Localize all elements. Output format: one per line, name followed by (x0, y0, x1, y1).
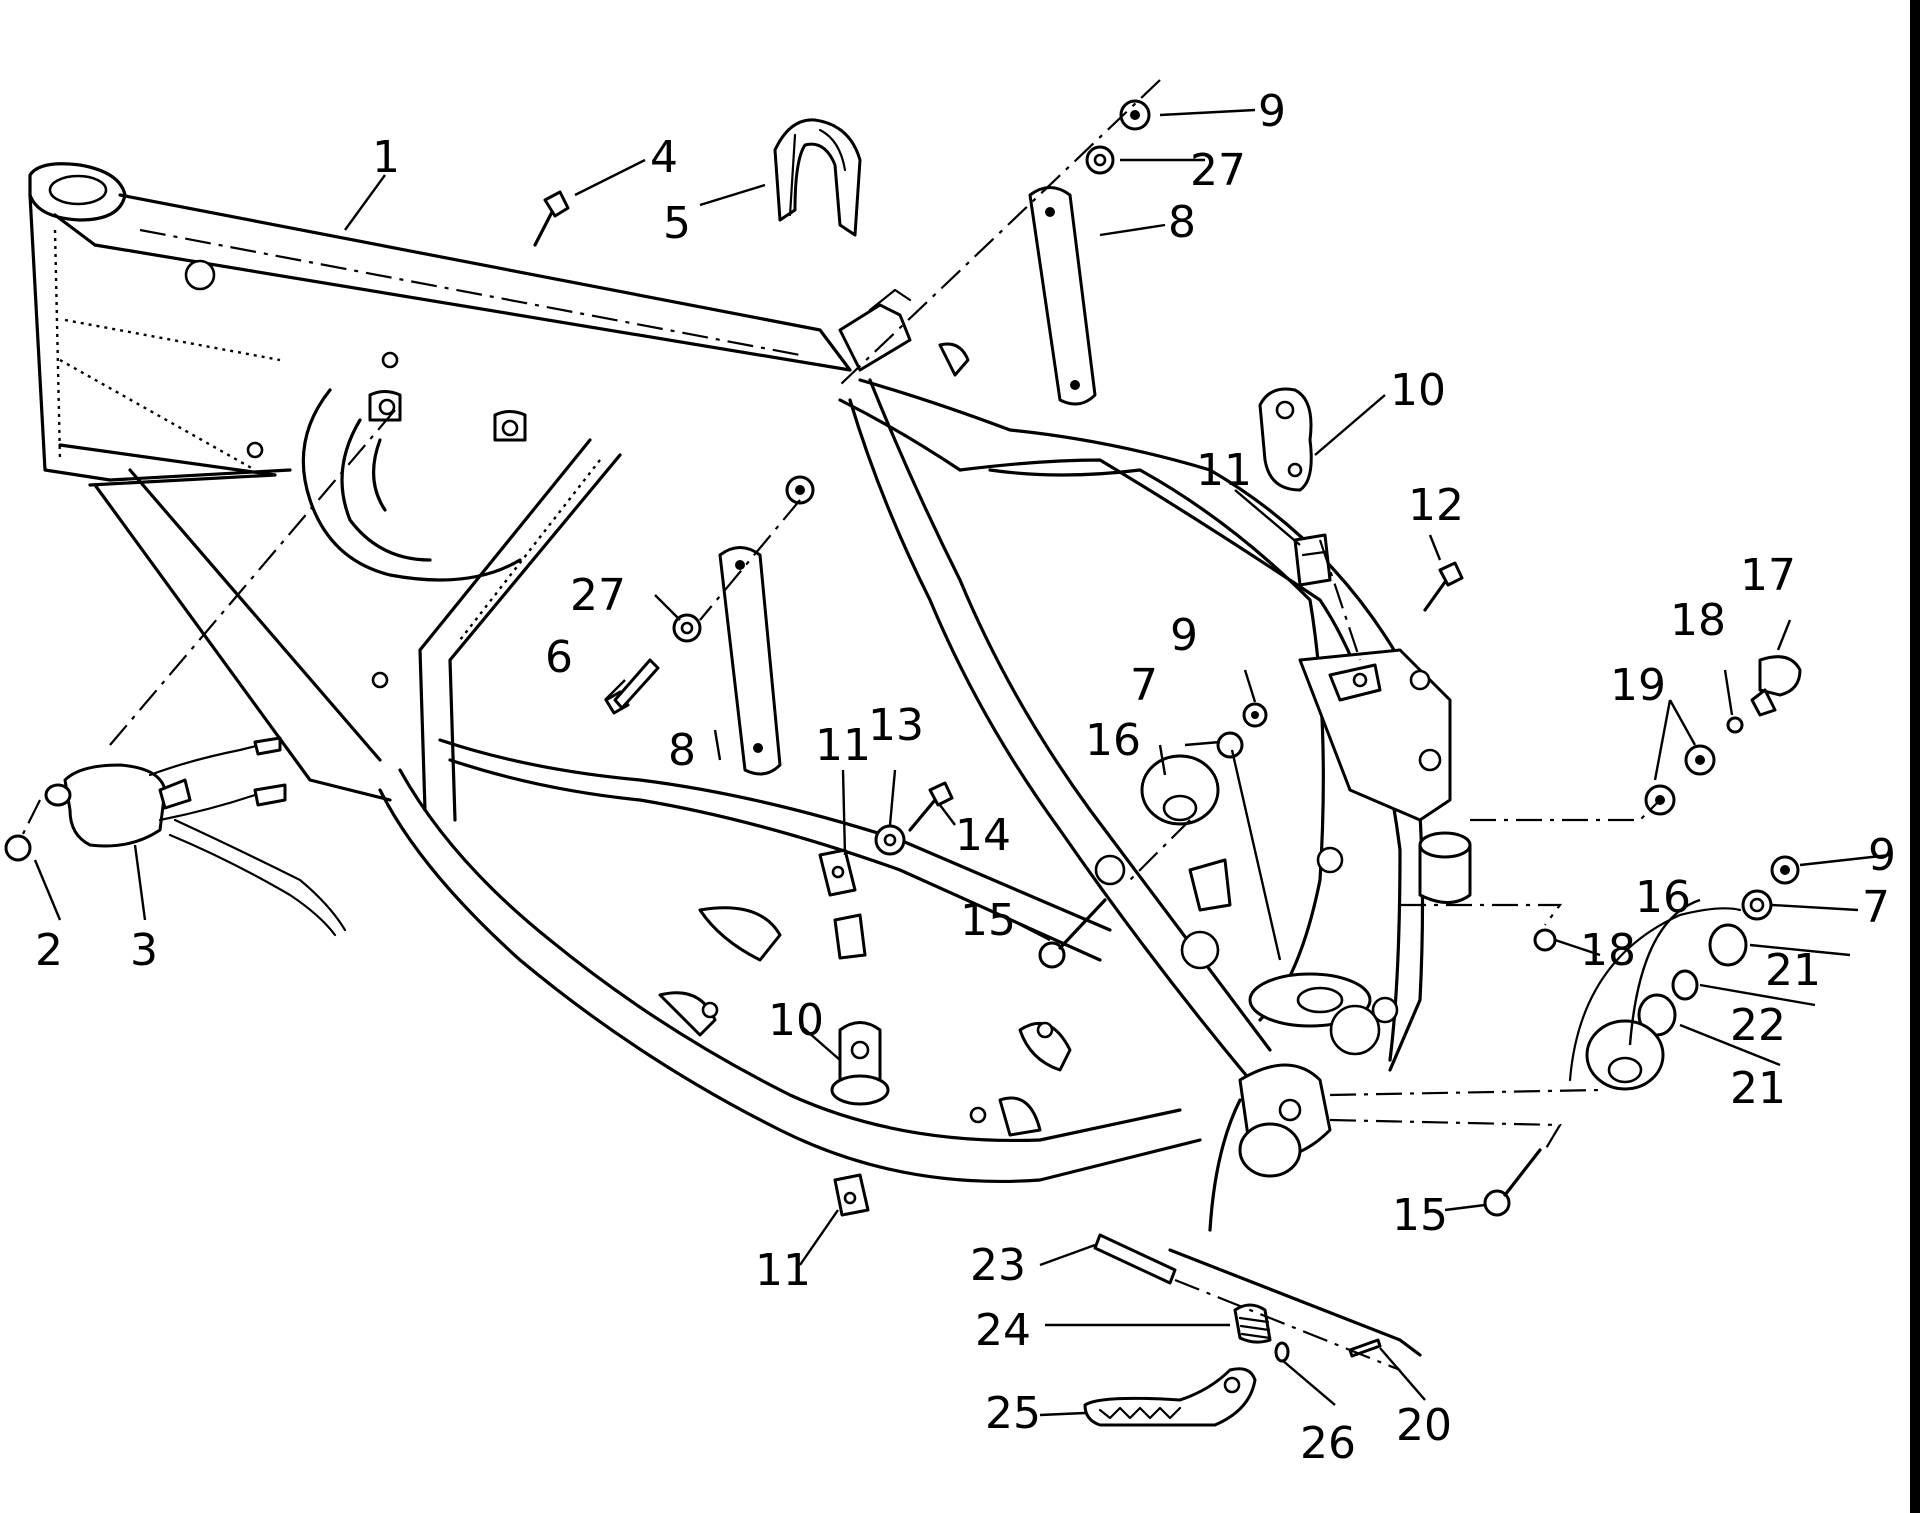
washer-26 (1274, 1341, 1290, 1363)
callout-10-lower: 10 (768, 995, 824, 1046)
callout-21-lower: 21 (1730, 1063, 1786, 1114)
callout-11-middle: 11 (815, 720, 871, 771)
bolt-17 (1750, 655, 1802, 717)
bushing-16-left (1140, 754, 1220, 826)
strap-8-lower (718, 546, 782, 776)
bolt-15-right (1483, 1148, 1542, 1217)
cotter-pin-20 (1348, 1338, 1382, 1358)
callout-14: 14 (955, 810, 1011, 861)
washer-18-lower (1533, 928, 1557, 952)
ignition-coil (44, 736, 347, 937)
washer-18-upper (1726, 716, 1744, 734)
nut-2 (4, 834, 32, 862)
footpeg-bracket (1208, 1098, 1242, 1232)
callout-9-left: 9 (1170, 610, 1198, 661)
bolt-4 (533, 190, 570, 247)
bolt-12 (1423, 561, 1464, 612)
callout-16-right: 16 (1635, 872, 1691, 923)
clip-11-lower (833, 1173, 870, 1217)
mount-plate-10-upper (1258, 387, 1313, 492)
clip-11-middle (818, 848, 867, 960)
callout-9-right: 9 (1868, 830, 1896, 881)
callout-13: 13 (868, 700, 924, 751)
callout-8-lower: 8 (668, 725, 696, 776)
callout-5: 5 (663, 198, 691, 249)
callout-12: 12 (1408, 480, 1464, 531)
footpeg-25 (1083, 1367, 1257, 1427)
callout-27-upper: 27 (1190, 145, 1246, 196)
spacer-22 (1671, 969, 1699, 1001)
callout-22: 22 (1730, 1000, 1786, 1051)
callout-18-lower: 18 (1580, 925, 1636, 976)
callout-23: 23 (970, 1240, 1026, 1291)
callout-3: 3 (130, 925, 158, 976)
callout-9-top: 9 (1258, 86, 1286, 137)
callout-21-upper: 21 (1765, 945, 1821, 996)
callout-19: 19 (1610, 660, 1666, 711)
bracket-16-arc (1568, 907, 1742, 1082)
frame-body (28, 162, 1472, 1183)
callout-11-upper: 11 (1196, 445, 1252, 496)
callout-1: 1 (372, 132, 400, 183)
callout-2: 2 (35, 925, 63, 976)
callout-10-upper: 10 (1390, 365, 1446, 416)
bolt-14 (908, 781, 954, 832)
callout-25: 25 (985, 1388, 1041, 1439)
callout-15-left: 15 (960, 895, 1016, 946)
callout-17: 17 (1740, 550, 1796, 601)
bolt-6 (604, 658, 660, 715)
callout-24: 24 (975, 1305, 1031, 1356)
bushing-16-right (1585, 1019, 1665, 1091)
callout-7-right: 7 (1862, 882, 1890, 933)
pin-23 (1093, 1233, 1177, 1285)
callout-16-left: 16 (1085, 715, 1141, 766)
rubber-mount-5 (773, 118, 862, 237)
callout-15-right: 15 (1392, 1190, 1448, 1241)
callout-labels: 1 2 3 4 5 6 7 7 8 8 9 9 9 10 10 11 11 11… (35, 86, 1896, 1469)
callout-7-left: 7 (1130, 660, 1158, 711)
bolt-15-left (1038, 898, 1107, 969)
washer-7-left (1216, 731, 1244, 759)
callout-18-upper: 18 (1670, 595, 1726, 646)
spacer-21-upper (1708, 923, 1748, 967)
assembly-lines (19, 79, 1661, 1372)
page-edge-border (1910, 0, 1920, 1513)
callout-4: 4 (650, 132, 678, 183)
callout-11-lower: 11 (755, 1245, 811, 1296)
strap-8-upper (1028, 186, 1097, 406)
leader-lines (33, 108, 1891, 1417)
callout-8-upper: 8 (1168, 197, 1196, 248)
callout-27-lower: 27 (570, 570, 626, 621)
clip-11-upper (1293, 533, 1332, 587)
callout-6: 6 (545, 632, 573, 683)
callout-20: 20 (1396, 1400, 1452, 1451)
callout-26: 26 (1300, 1418, 1356, 1469)
